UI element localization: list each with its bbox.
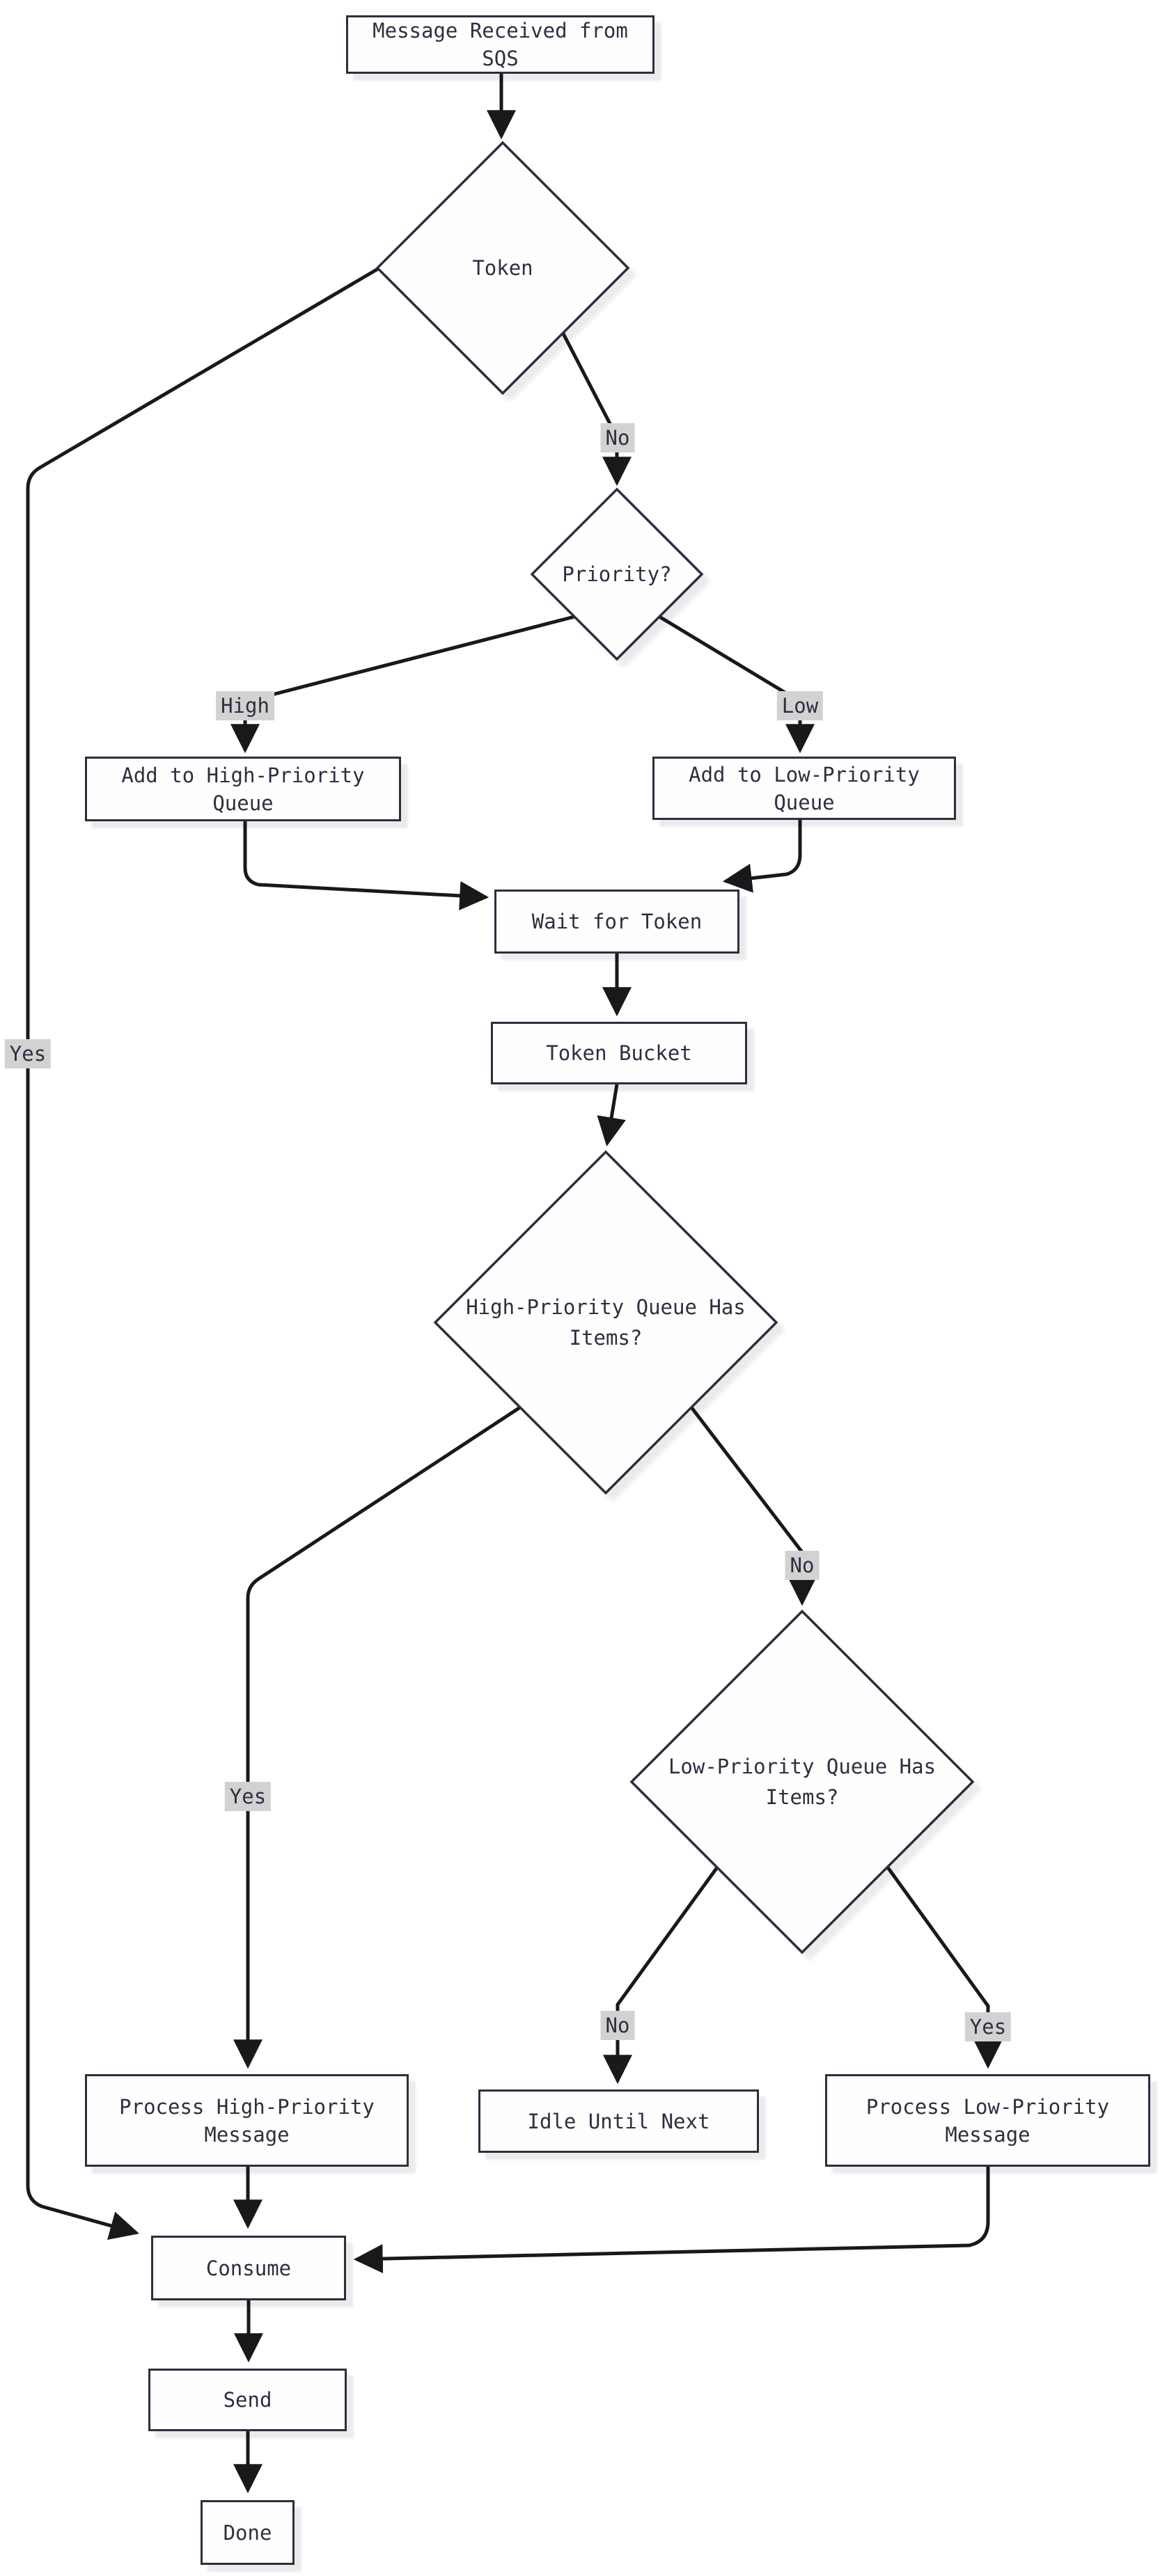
edge-lowhas-proclow-yes [886,1866,1003,2069]
edge-highhas-prochigh-yes [233,1405,522,2069]
edge-addlow-wait [722,820,802,893]
node-add-high-priority-queue: Add to High-Priority Queue [85,757,401,821]
edge-proclow-consume [353,2167,990,2274]
node-label: Done [223,2520,272,2545]
node-send: Send [148,2369,347,2431]
node-add-low-priority-queue: Add to Low-Priority Queue [652,757,956,820]
edge-addhigh-wait [243,821,489,910]
edge-label-priority-low: Low [776,691,824,720]
node-label: Process High-Priority Message [119,2094,375,2147]
edge-bucket-highhas [597,1084,626,1147]
decision-high-has-items [433,1150,778,1495]
node-process-high-priority: Process High-Priority Message [85,2074,409,2167]
decision-token [375,141,630,395]
node-label: Send [223,2388,272,2412]
node-label: Message Received from SQS [373,19,628,70]
edge-priority-addhigh-high [230,615,575,754]
node-label: Idle Until Next [527,2109,710,2133]
edge-token-priority-no [555,320,632,487]
node-consume: Consume [151,2236,346,2300]
node-process-low-priority: Process Low-Priority Message [825,2074,1150,2167]
node-wait-for-token: Wait for Token [494,890,739,954]
node-label: Wait for Token [531,910,703,933]
edge-label-priority-high: High [216,691,274,720]
edge-label-highhas-yes: Yes [224,1782,272,1811]
edge-label-lowhas-yes: Yes [964,2012,1012,2041]
node-label: Process Low-Priority Message [865,2094,1110,2147]
node-idle-until-next: Idle Until Next [478,2089,759,2153]
node-token-bucket: Token Bucket [491,1022,747,1084]
node-label: Add to High-Priority Queue [121,763,365,815]
edge-label-token-no: No [600,423,635,452]
node-done: Done [201,2500,295,2565]
edge-label-highhas-no: No [785,1551,820,1580]
decision-low-has-items [629,1609,975,1954]
edge-lowhas-idle-no [603,1866,719,2085]
node-label: Token Bucket [546,1041,692,1065]
decision-priority [530,487,704,661]
edge-priority-addlow-low [658,615,815,754]
node-message-received: Message Received from SQS [346,15,655,74]
node-label: Add to Low-Priority Queue [689,762,920,814]
edge-label-token-yes: Yes [4,1039,52,1068]
node-label: Consume [205,2256,292,2280]
edge-label-lowhas-no: No [600,2011,635,2040]
edge-token-consume-yes [26,266,381,2241]
